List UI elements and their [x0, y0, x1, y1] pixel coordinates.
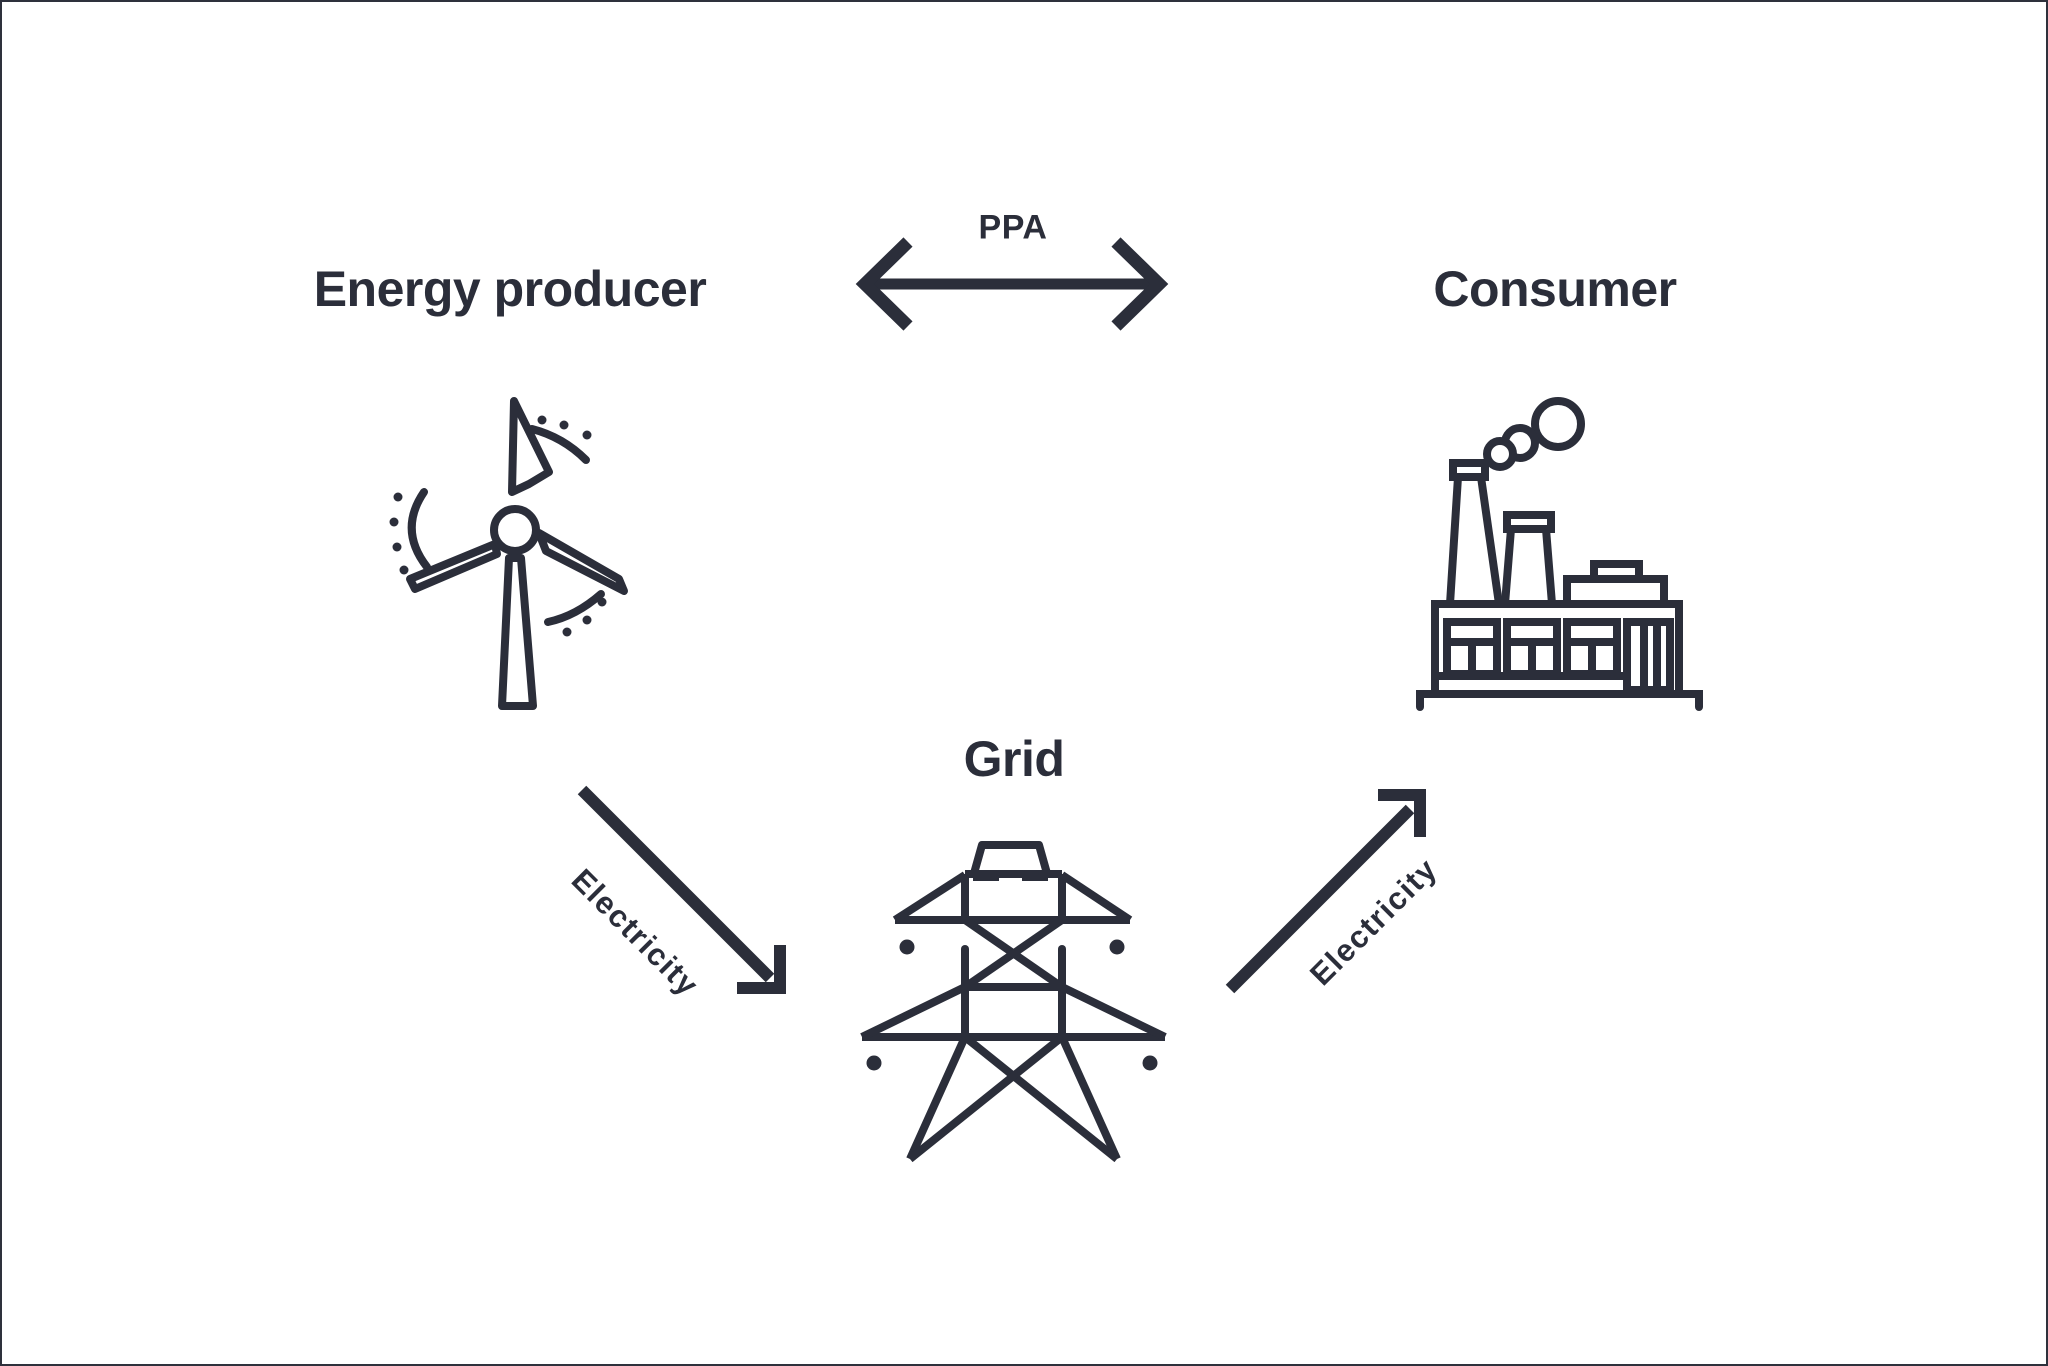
transmission-tower-icon: [860, 841, 1167, 1163]
grid-label: Grid: [963, 731, 1065, 787]
ppa-label: PPA: [978, 208, 1048, 247]
energy-producer-label: Energy producer: [313, 261, 707, 317]
ppa-double-arrow-icon: [855, 237, 1169, 331]
electricity-arrow-grid-consumer-icon: [1225, 789, 1426, 994]
wind-turbine-icon: [389, 397, 628, 710]
electricity-arrow-producer-grid-icon: [577, 785, 786, 994]
consumer-label: Consumer: [1433, 261, 1677, 317]
factory-icon: [1416, 397, 1703, 711]
